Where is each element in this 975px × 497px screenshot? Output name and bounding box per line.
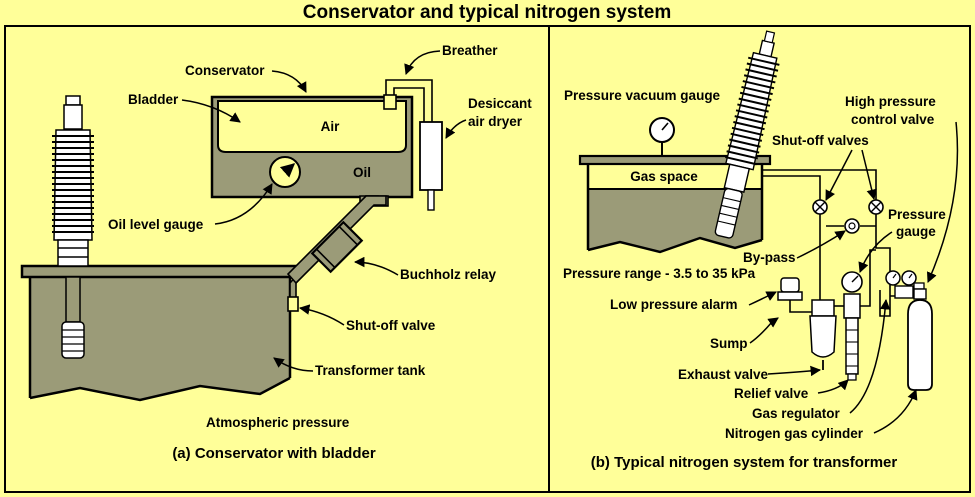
tank-cover [20,264,300,279]
buchholz-relay-body [310,220,364,274]
desiccant-label-line2: air dryer [468,114,523,129]
gas-regulator [834,249,876,381]
bladder [217,100,407,153]
panel-a: Air Oil Conser [20,43,532,462]
buchholz-relay-label: Buchholz relay [400,267,497,282]
shut-off-valve-body [287,296,299,312]
pressure-gauge-label-2: gauge [896,224,936,239]
desiccant-label-line1: Desiccant [468,96,532,111]
diagram-title: Conservator and typical nitrogen system [303,2,672,23]
low-pressure-alarm-label: Low pressure alarm [610,297,738,312]
bypass-valve [844,218,860,234]
tank-cover-b [578,154,772,166]
high-pressure-control-valve-label-2: control valve [851,112,935,127]
breather-label: Breather [442,43,498,58]
panel-b: Gas space [563,30,959,471]
conservator-label: Conservator [185,63,265,78]
cylinder-regulator-gauges [885,270,925,299]
nitrogen-cylinder-label: Nitrogen gas cylinder [725,426,864,441]
oil-level-gauge-label: Oil level gauge [108,217,204,232]
panel-b-frame [548,25,971,493]
bushing-left [52,95,94,359]
sump-label: Sump [710,336,748,351]
conservator: Air Oil [210,95,414,199]
oil-pipe [286,195,389,312]
exhaust-valve-label: Exhaust valve [678,367,769,382]
relief-valve-label: Relief valve [734,386,809,401]
nitrogen-cylinder [907,288,933,391]
bladder-label: Bladder [128,92,179,107]
pressure-vacuum-gauge [649,117,675,156]
gas-space-label: Gas space [630,169,698,184]
atmospheric-pressure-label: Atmospheric pressure [206,415,350,430]
air-label: Air [321,119,341,134]
pressure-range-label: Pressure range - 3.5 to 35 kPa [563,266,756,281]
shut-off-valves-label: Shut-off valves [772,133,869,148]
sump [809,299,837,370]
panel-b-caption: (b) Typical nitrogen system for transfor… [591,454,898,471]
bushing-right [714,30,780,239]
shut-off-valve-2 [868,199,884,215]
low-pressure-alarm [777,277,820,313]
panel-a-caption: (a) Conservator with bladder [172,445,376,462]
high-pressure-control-valve-label-1: High pressure [845,94,936,109]
shut-off-valve-1 [812,199,828,215]
breather-pipe [383,79,433,122]
pressure-gauge-label-1: Pressure [888,207,946,222]
desiccant-air-dryer [419,121,443,211]
transformer-tank-label: Transformer tank [315,363,426,378]
bypass-label: By-pass [743,250,796,265]
oil-label: Oil [353,165,371,180]
shut-off-valve-label: Shut-off valve [346,318,436,333]
pressure-vacuum-gauge-label: Pressure vacuum gauge [564,88,721,103]
gas-regulator-label: Gas regulator [752,406,841,421]
